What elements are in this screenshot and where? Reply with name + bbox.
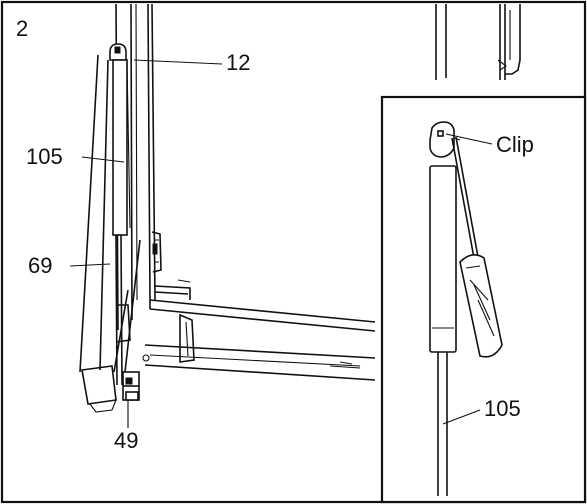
main-view: 12 105 69 49	[26, 3, 521, 453]
bolt-49	[122, 371, 140, 401]
leader-105-main	[81, 156, 125, 163]
callout-69: 69	[28, 253, 52, 278]
clip-icon	[437, 130, 444, 137]
gas-spring-105-main	[109, 43, 131, 386]
leader-12	[133, 59, 223, 65]
step-number: 2	[16, 16, 28, 41]
callout-49: 49	[114, 428, 138, 453]
leader-clip	[445, 133, 493, 145]
base-rails	[144, 279, 376, 381]
callout-clip: Clip	[496, 132, 534, 157]
background-frame	[435, 4, 521, 80]
callout-105-inset: 105	[484, 396, 521, 421]
leader-105-inset	[442, 409, 481, 425]
screwdriver-icon	[451, 136, 503, 358]
callout-105-main: 105	[26, 144, 63, 169]
inset-detail: Clip 105	[380, 95, 587, 504]
gas-spring-cap	[429, 121, 455, 158]
callout-12: 12	[226, 50, 250, 75]
leader-69	[69, 263, 111, 267]
gas-spring-body	[429, 165, 457, 353]
